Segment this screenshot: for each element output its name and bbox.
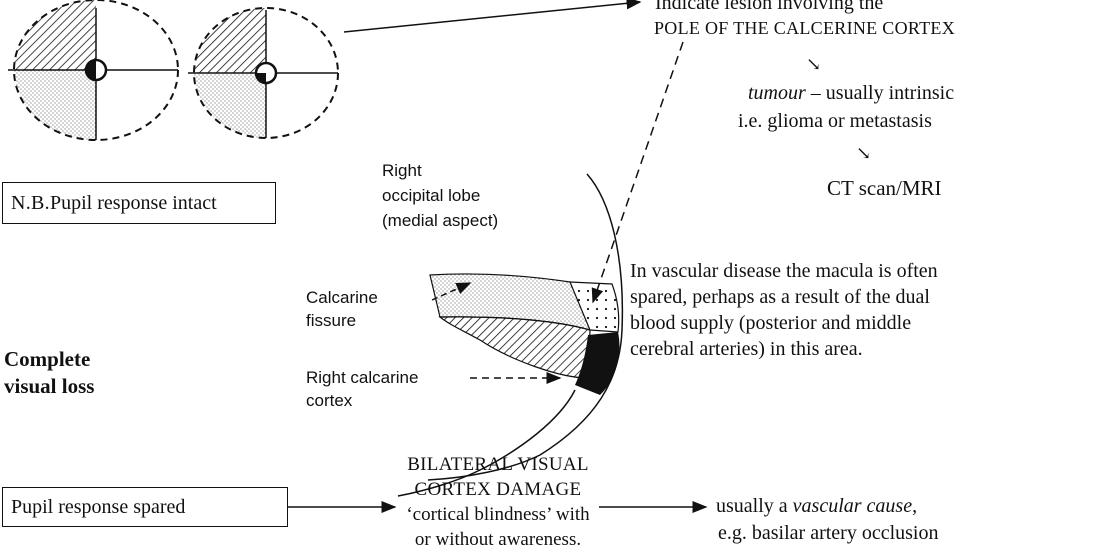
visual-field-left: [0, 0, 178, 150]
vascular-cause-line: usually a vascular cause,: [716, 495, 917, 518]
nb-text: Pupil response intact: [50, 192, 217, 215]
vascular-line-2: spared, perhaps as a result of the dual: [630, 284, 938, 310]
cortex-line-2: cortex: [306, 389, 418, 412]
usually-suffix: ,: [912, 495, 917, 517]
vascular-note: In vascular disease the macula is often …: [630, 258, 938, 362]
usually-italic: vascular cause: [793, 495, 912, 517]
label-occipital-lobe: Right occipital lobe (medial aspect): [382, 158, 498, 233]
label-calcarine-cortex: Right calcarine cortex: [306, 366, 418, 412]
lobe-line-3: (medial aspect): [382, 208, 498, 233]
glioma-line: i.e. glioma or metastasis: [738, 110, 932, 133]
lobe-line-1: Right: [382, 158, 498, 183]
tumour-line: tumour – usually intrinsic: [748, 82, 954, 105]
vascular-line-1: In vascular disease the macula is often: [630, 258, 938, 284]
bilateral-line-2: CORTEX DAMAGE: [388, 477, 608, 502]
basilar-line: e.g. basilar artery occlusion: [718, 522, 938, 545]
complete-line-1: Complete: [4, 346, 94, 373]
arrow-glyph-1: ↘: [806, 54, 821, 75]
lesion-line1: Indicate lesion involving the: [655, 0, 883, 15]
arrow-fields-to-lesion: [344, 2, 640, 32]
vascular-line-3: blood supply (posterior and middle: [630, 310, 938, 336]
fissure-line-1: Calcarine: [306, 286, 378, 309]
complete-visual-loss: Complete visual loss: [4, 346, 94, 400]
nb-prefix: N.B.: [11, 192, 50, 215]
usually-prefix: usually a: [716, 495, 793, 517]
tumour-rest: – usually intrinsic: [806, 82, 954, 104]
lobe-line-2: occipital lobe: [382, 183, 498, 208]
bilateral-line-4: or without awareness.: [388, 527, 608, 552]
complete-line-2: visual loss: [4, 373, 94, 400]
visual-field-right: [180, 0, 338, 153]
vascular-line-4: cerebral arteries) in this area.: [630, 336, 938, 362]
fissure-line-2: fissure: [306, 309, 378, 332]
bilateral-block: BILATERAL VISUAL CORTEX DAMAGE ‘cortical…: [388, 452, 608, 552]
nb-box: N.B. Pupil response intact: [2, 182, 276, 224]
lesion-line2: POLE OF THE CALCERINE CORTEX: [654, 18, 955, 39]
pupil-spared-box: Pupil response spared: [2, 487, 288, 527]
bilateral-line-1: BILATERAL VISUAL: [388, 452, 608, 477]
arrow-glyph-2: ↘: [856, 143, 871, 164]
cortex-line-1: Right calcarine: [306, 366, 418, 389]
tumour-word: tumour: [748, 82, 806, 104]
bilateral-line-3: ‘cortical blindness’ with: [388, 502, 608, 527]
label-calcarine-fissure: Calcarine fissure: [306, 286, 378, 332]
ct-mri: CT scan/MRI: [827, 176, 942, 200]
